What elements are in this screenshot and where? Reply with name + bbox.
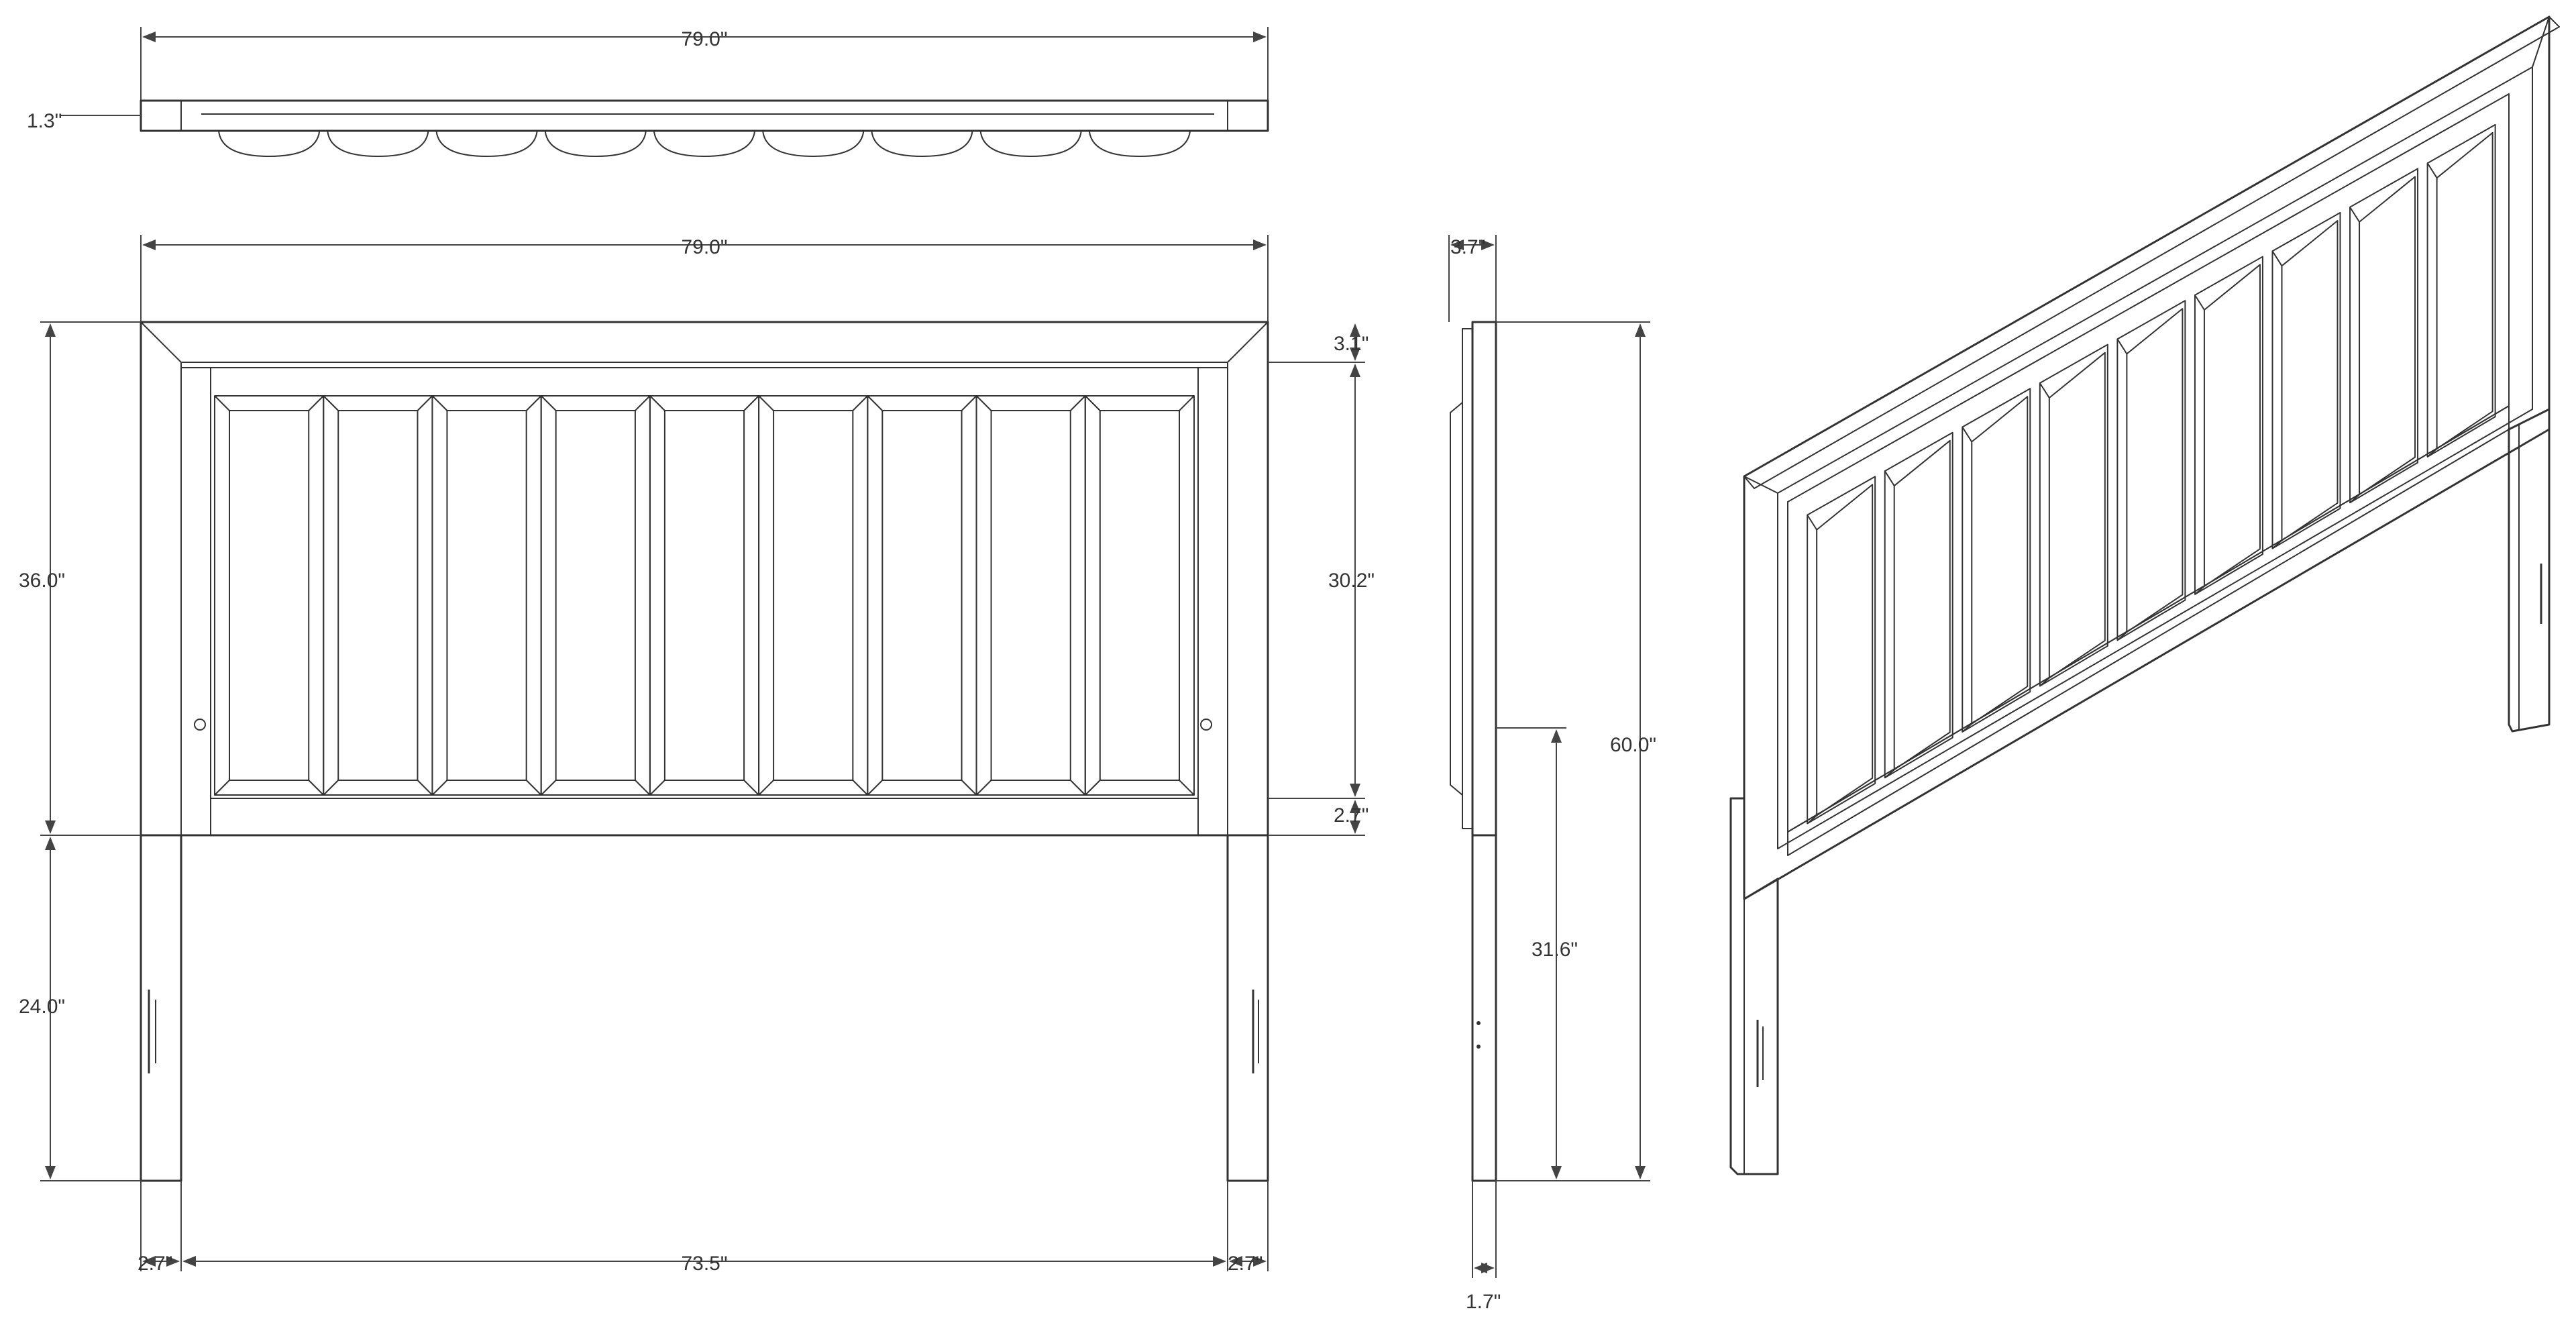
front-panel bbox=[867, 395, 977, 796]
right-leg bbox=[1226, 834, 1269, 1182]
right-post-label: 2.7" bbox=[1228, 1253, 1263, 1275]
front-panel bbox=[649, 395, 760, 796]
top-panel-profile bbox=[544, 130, 647, 157]
top-view-right-cap bbox=[1227, 100, 1269, 131]
left-post-label: 2.7" bbox=[138, 1253, 172, 1275]
panel-height-label: 30.2" bbox=[1328, 570, 1375, 592]
side-leg-hole-2 bbox=[1477, 1045, 1481, 1049]
bottom-rail-label: 2.7" bbox=[1334, 804, 1368, 827]
perspective-miter-left bbox=[1743, 476, 1778, 494]
top-panel-profile bbox=[653, 130, 756, 157]
perspective-panel bbox=[2194, 256, 2263, 595]
top-view: 79.0" 1.3" bbox=[27, 27, 1269, 157]
side-mount-height-label: 31.6" bbox=[1532, 939, 1578, 961]
headboard-outer-frame bbox=[140, 321, 1269, 837]
front-panel bbox=[431, 395, 542, 796]
perspective-inner-frame bbox=[1777, 66, 2533, 849]
side-leg-depth-label: 1.7" bbox=[1466, 1291, 1501, 1313]
frame-miter-left bbox=[140, 321, 182, 363]
top-panel-profile bbox=[871, 130, 973, 157]
front-panel bbox=[758, 395, 869, 796]
side-headboard-face bbox=[1462, 328, 1473, 829]
left-leg bbox=[140, 834, 182, 1182]
left-bolt-hole bbox=[194, 719, 206, 731]
perspective-panel bbox=[2271, 212, 2341, 549]
side-leg-hole-1 bbox=[1477, 1021, 1481, 1025]
front-view: 79.0" 36.0" 24.0" 3.1" bbox=[19, 235, 1375, 1275]
perspective-miter-right bbox=[2532, 16, 2550, 68]
perspective-view bbox=[1729, 15, 2560, 1175]
perspective-top-edge bbox=[1743, 16, 2560, 489]
perspective-left-leg bbox=[1729, 797, 1779, 1175]
right-bolt-hole bbox=[1200, 719, 1212, 731]
side-panel-profile bbox=[1450, 402, 1463, 796]
perspective-panel bbox=[2116, 300, 2186, 641]
front-panel bbox=[323, 395, 433, 796]
perspective-right-leg bbox=[2508, 408, 2551, 733]
front-panel bbox=[540, 395, 651, 796]
top-view-left-cap bbox=[140, 100, 182, 131]
inner-width-label: 73.5" bbox=[681, 1253, 727, 1275]
front-width-label: 79.0" bbox=[681, 236, 727, 258]
side-view: 3.7" 60.0" 31.6" 1.7" bbox=[1448, 235, 1656, 1313]
top-panel-profile bbox=[762, 130, 865, 157]
left-stile bbox=[180, 367, 211, 836]
leg-height-label: 24.0" bbox=[19, 996, 65, 1018]
front-panels bbox=[214, 395, 1195, 796]
top-view-width-label: 79.0" bbox=[681, 28, 727, 50]
frame-miter-right bbox=[1227, 321, 1269, 363]
right-stile bbox=[1197, 367, 1228, 836]
top-panel-profile bbox=[435, 130, 538, 157]
top-view-depth-label: 1.3" bbox=[27, 110, 62, 132]
side-leg bbox=[1471, 834, 1497, 1182]
front-panel bbox=[975, 395, 1086, 796]
top-rail-label: 3.1" bbox=[1334, 333, 1368, 355]
top-panel-profile bbox=[979, 130, 1082, 157]
perspective-panel bbox=[1807, 476, 1876, 825]
top-view-rail bbox=[140, 99, 1269, 132]
headboard-height-label: 36.0" bbox=[19, 570, 65, 592]
perspective-panel bbox=[2426, 123, 2496, 458]
top-view-panel-profiles bbox=[218, 130, 1191, 157]
perspective-panel bbox=[1884, 431, 1953, 779]
perspective-panels bbox=[1807, 123, 2496, 825]
perspective-panel bbox=[1962, 388, 2031, 733]
perspective-panel bbox=[2039, 343, 2108, 687]
top-panel-profile bbox=[218, 130, 321, 157]
perspective-panel-area bbox=[1787, 93, 2510, 833]
perspective-panel bbox=[2349, 168, 2419, 504]
side-depth-label: 3.7" bbox=[1450, 236, 1485, 258]
side-total-height-label: 60.0" bbox=[1610, 734, 1656, 756]
side-headboard-panel bbox=[1471, 321, 1497, 837]
front-panel bbox=[214, 395, 325, 796]
top-panel-profile bbox=[1088, 130, 1191, 157]
front-panel bbox=[1084, 395, 1195, 796]
top-panel-profile bbox=[327, 130, 429, 157]
